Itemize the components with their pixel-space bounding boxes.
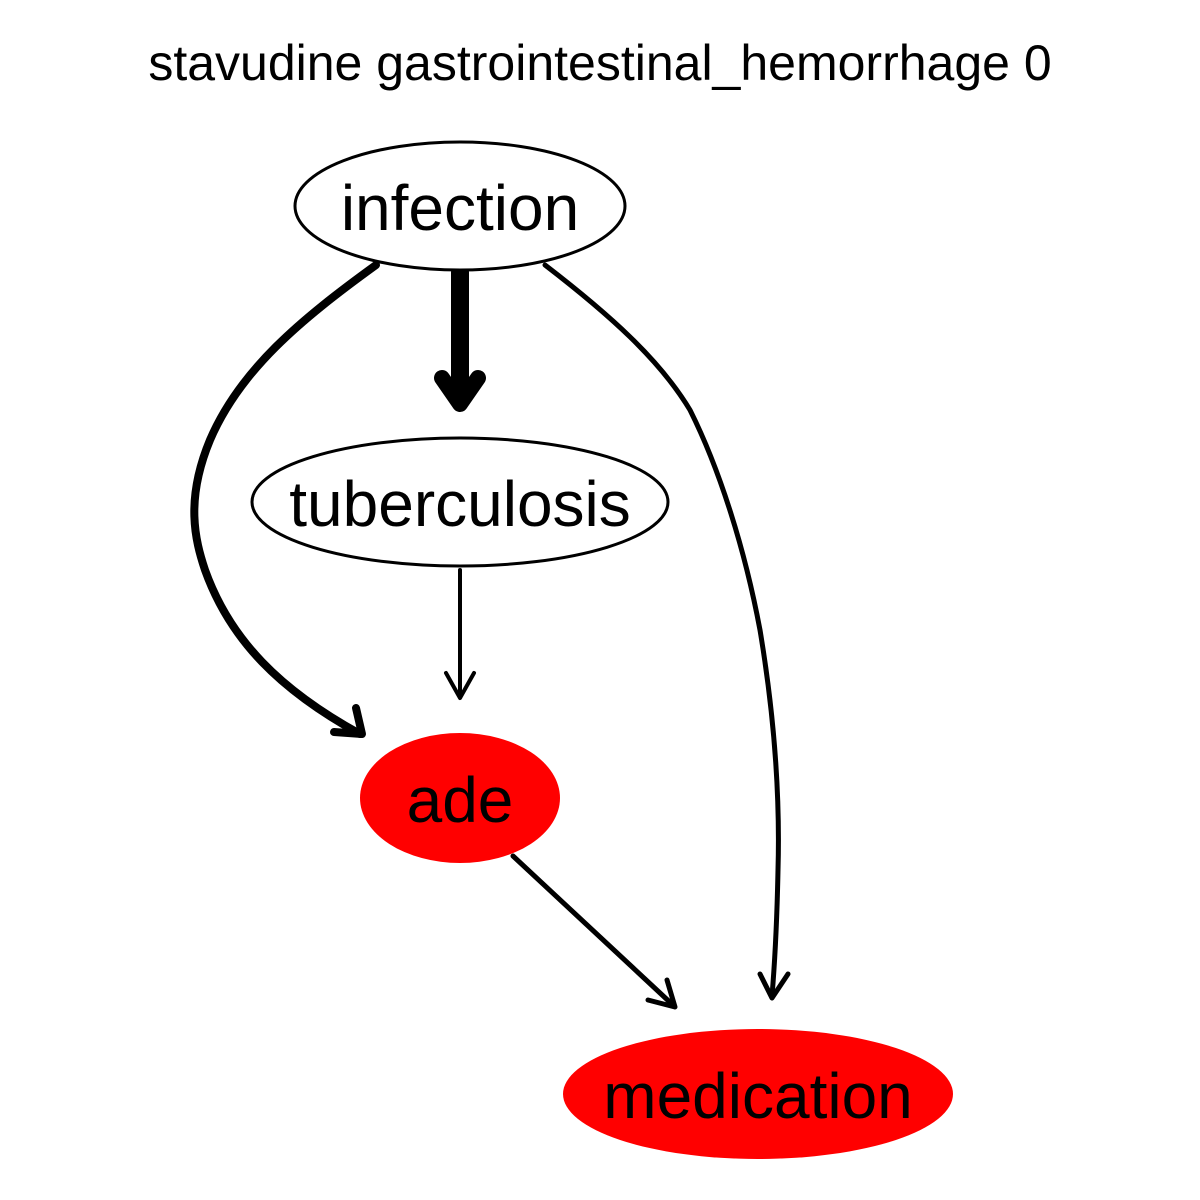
edge-infection-ade [190, 261, 380, 738]
node-tuberculosis-shape [250, 436, 670, 568]
node-infection-label: infection [341, 172, 579, 244]
node-infection-shape [293, 140, 627, 272]
edges [190, 261, 791, 1010]
edge-ade-medication [510, 853, 678, 1010]
node-ade-label: ade [407, 764, 514, 836]
node-medication-label: medication [603, 1060, 913, 1132]
node-ade: ade [360, 733, 560, 863]
node-tuberculosis-label: tuberculosis [289, 468, 631, 540]
node-medication-shape [563, 1029, 953, 1159]
node-medication: medication [563, 1029, 953, 1159]
node-infection: infection [293, 140, 627, 272]
node-tuberculosis: tuberculosis [250, 436, 670, 568]
node-ade-shape [360, 733, 560, 863]
edge-infection-medication [542, 262, 791, 1001]
diagram-title: stavudine gastrointestinal_hemorrhage 0 [148, 35, 1051, 91]
edge-infection-tuberculosis [434, 263, 486, 412]
edge-tuberculosis-ade [444, 568, 476, 700]
